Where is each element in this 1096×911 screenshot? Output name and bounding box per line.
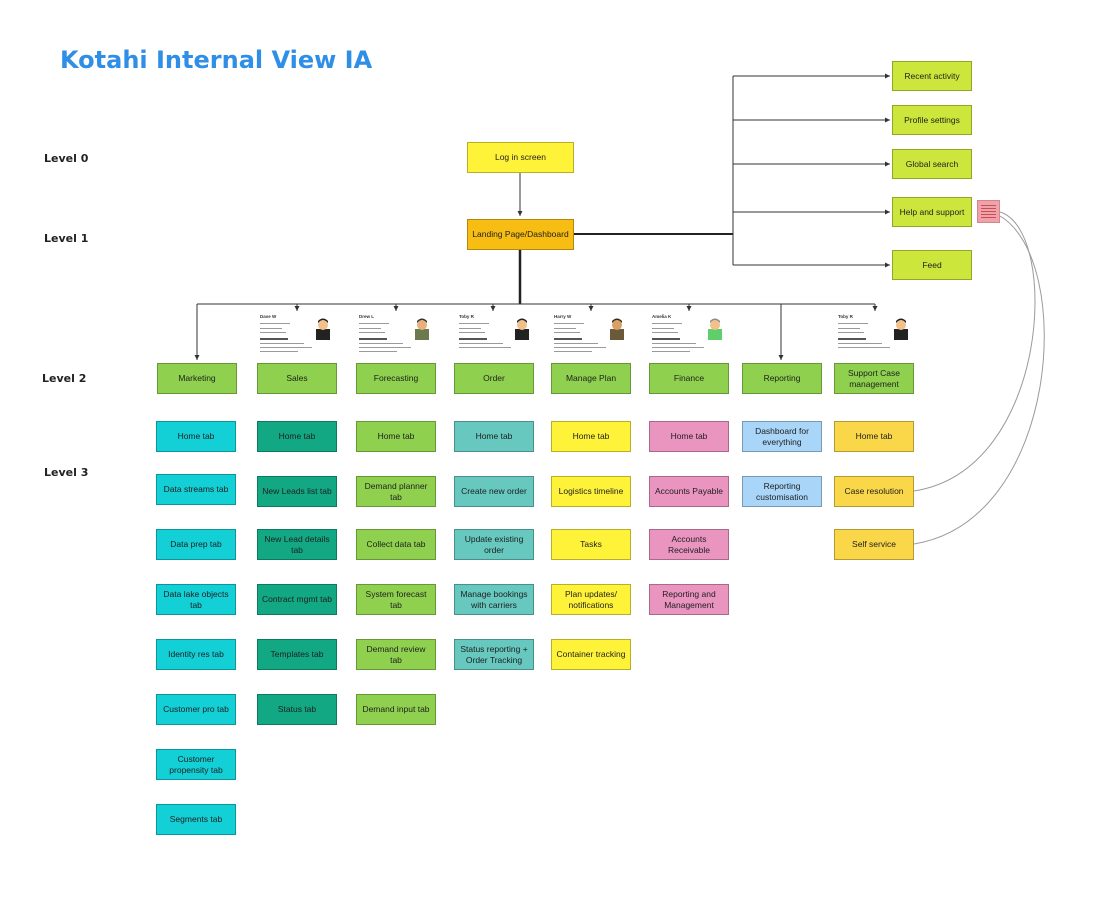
level-label: Level 3 bbox=[44, 466, 89, 479]
manage-plan-tab[interactable]: Logistics timeline bbox=[551, 476, 631, 507]
category-forecasting[interactable]: Forecasting bbox=[356, 363, 436, 394]
marketing-tab[interactable]: Identity res tab bbox=[156, 639, 236, 670]
manage-plan-tab[interactable]: Tasks bbox=[551, 529, 631, 560]
marketing-tab[interactable]: Home tab bbox=[156, 421, 236, 452]
landing-dashboard-node[interactable]: Landing Page/Dashboard bbox=[467, 219, 574, 250]
login-screen-node[interactable]: Log in screen bbox=[467, 142, 574, 173]
feed-node[interactable]: Feed bbox=[892, 250, 972, 280]
category-sales[interactable]: Sales bbox=[257, 363, 337, 394]
manage-plan-tab[interactable]: Plan updates/ notifications bbox=[551, 584, 631, 615]
order-tab[interactable]: Create new order bbox=[454, 476, 534, 507]
level-label: Level 1 bbox=[44, 232, 89, 245]
sticky-note bbox=[977, 200, 1000, 223]
forecasting-tab[interactable]: Collect data tab bbox=[356, 529, 436, 560]
avatar-icon bbox=[316, 318, 330, 340]
support-tab[interactable]: Case resolution bbox=[834, 476, 914, 507]
marketing-tab[interactable]: Customer pro tab bbox=[156, 694, 236, 725]
level-label: Level 2 bbox=[42, 372, 87, 385]
persona-card: Amelia K bbox=[650, 314, 728, 356]
connector bbox=[913, 215, 1045, 545]
reporting-tab[interactable]: Reporting customisation bbox=[742, 476, 822, 507]
avatar-icon bbox=[515, 318, 529, 340]
marketing-tab[interactable]: Customer propensity tab bbox=[156, 749, 236, 780]
order-tab[interactable]: Status reporting + Order Tracking bbox=[454, 639, 534, 670]
marketing-tab[interactable]: Data prep tab bbox=[156, 529, 236, 560]
avatar-icon bbox=[610, 318, 624, 340]
marketing-tab[interactable]: Segments tab bbox=[156, 804, 236, 835]
category-order[interactable]: Order bbox=[454, 363, 534, 394]
order-tab[interactable]: Home tab bbox=[454, 421, 534, 452]
manage-plan-tab[interactable]: Container tracking bbox=[551, 639, 631, 670]
persona-name: Drew L bbox=[359, 314, 375, 319]
recent-activity-node[interactable]: Recent activity bbox=[892, 61, 972, 91]
forecasting-tab[interactable]: System forecast tab bbox=[356, 584, 436, 615]
page-title: Kotahi Internal View IA bbox=[60, 46, 373, 74]
sales-tab[interactable]: Templates tab bbox=[257, 639, 337, 670]
persona-card: Toby R bbox=[836, 314, 914, 356]
persona-name: Amelia K bbox=[652, 314, 672, 319]
avatar-icon bbox=[415, 318, 429, 340]
sales-tab[interactable]: Contract mgmt tab bbox=[257, 584, 337, 615]
sales-tab[interactable]: New Leads list tab bbox=[257, 476, 337, 507]
connector bbox=[913, 211, 1036, 492]
reporting-tab[interactable]: Dashboard for everything bbox=[742, 421, 822, 452]
persona-name: Toby R bbox=[459, 314, 474, 319]
marketing-tab[interactable]: Data streams tab bbox=[156, 474, 236, 505]
persona-card: Harry W bbox=[552, 314, 630, 356]
finance-tab[interactable]: Accounts Payable bbox=[649, 476, 729, 507]
persona-name: Toby R bbox=[838, 314, 853, 319]
profile-settings-node[interactable]: Profile settings bbox=[892, 105, 972, 135]
persona-card: Toby R bbox=[457, 314, 535, 356]
support-tab[interactable]: Self service bbox=[834, 529, 914, 560]
sales-tab[interactable]: New Lead details tab bbox=[257, 529, 337, 560]
category-manage-plan[interactable]: Manage Plan bbox=[551, 363, 631, 394]
sales-tab[interactable]: Status tab bbox=[257, 694, 337, 725]
finance-tab[interactable]: Home tab bbox=[649, 421, 729, 452]
persona-name: Harry W bbox=[554, 314, 572, 319]
finance-tab[interactable]: Accounts Receivable bbox=[649, 529, 729, 560]
global-search-node[interactable]: Global search bbox=[892, 149, 972, 179]
manage-plan-tab[interactable]: Home tab bbox=[551, 421, 631, 452]
avatar-icon bbox=[894, 318, 908, 340]
persona-name: Dave W bbox=[260, 314, 277, 319]
category-support-case[interactable]: Support Case management bbox=[834, 363, 914, 394]
forecasting-tab[interactable]: Demand planner tab bbox=[356, 476, 436, 507]
level-label: Level 0 bbox=[44, 152, 89, 165]
category-reporting[interactable]: Reporting bbox=[742, 363, 822, 394]
help-support-node[interactable]: Help and support bbox=[892, 197, 972, 227]
sales-tab[interactable]: Home tab bbox=[257, 421, 337, 452]
order-tab[interactable]: Update existing order bbox=[454, 529, 534, 560]
persona-card: Drew L bbox=[357, 314, 435, 356]
category-marketing[interactable]: Marketing bbox=[157, 363, 237, 394]
category-finance[interactable]: Finance bbox=[649, 363, 729, 394]
order-tab[interactable]: Manage bookings with carriers bbox=[454, 584, 534, 615]
forecasting-tab[interactable]: Home tab bbox=[356, 421, 436, 452]
avatar-icon bbox=[708, 318, 722, 340]
forecasting-tab[interactable]: Demand input tab bbox=[356, 694, 436, 725]
forecasting-tab[interactable]: Demand review tab bbox=[356, 639, 436, 670]
persona-card: Dave W bbox=[258, 314, 336, 356]
marketing-tab[interactable]: Data lake objects tab bbox=[156, 584, 236, 615]
finance-tab[interactable]: Reporting and Management bbox=[649, 584, 729, 615]
support-tab[interactable]: Home tab bbox=[834, 421, 914, 452]
